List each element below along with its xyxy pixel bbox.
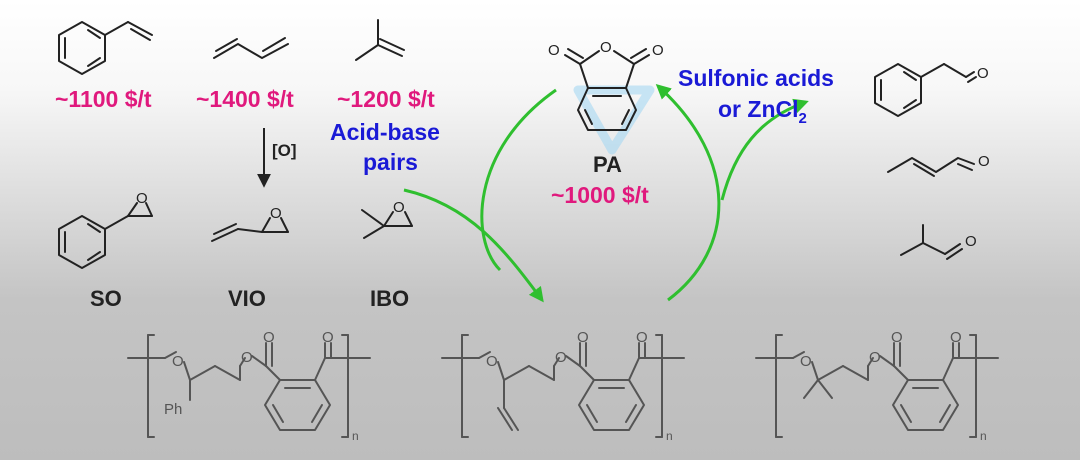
butadiene-structure xyxy=(213,37,289,59)
crotonaldehyde-structure xyxy=(887,157,975,177)
polymer-so-pa-structure xyxy=(127,334,371,438)
isobutylene-structure xyxy=(355,19,405,61)
so-label: SO xyxy=(90,286,122,311)
pa-ring-oxygen: O xyxy=(600,39,612,56)
polymer2-repeat: n xyxy=(666,429,673,443)
ibo-oxygen: O xyxy=(393,199,405,216)
polymer3-repeat: n xyxy=(980,429,987,443)
isobutylene-oxide-structure xyxy=(361,209,413,239)
catalyst-right-line1: Sulfonic acids xyxy=(678,65,834,91)
styrene-oxide-structure xyxy=(58,202,153,269)
pa-label: PA xyxy=(593,152,622,177)
depolymerization-arrow xyxy=(655,83,721,302)
polymerization-arrow xyxy=(403,188,544,303)
polymer1-carbonyl-oxygen-2: O xyxy=(322,329,334,346)
recycling-loop-icon xyxy=(573,85,655,155)
polymer1-phenyl: Ph xyxy=(164,401,182,418)
polymer3-carbonyl-oxygen-2: O xyxy=(950,329,962,346)
polymer2-carbonyl-oxygen-1: O xyxy=(577,329,589,346)
pa-carbonyl-oxygen-right: O xyxy=(652,42,664,59)
phenylacetaldehyde-oxygen: O xyxy=(977,65,989,82)
vio-oxygen: O xyxy=(270,205,282,222)
crotonaldehyde-oxygen: O xyxy=(978,153,990,170)
isobutylene-price: ~1200 $/t xyxy=(337,86,435,112)
polymer-ibo-pa-structure xyxy=(755,334,999,438)
vio-label: VIO xyxy=(228,286,266,311)
so-oxygen: O xyxy=(136,190,148,207)
styrene-structure xyxy=(58,21,153,75)
polymer2-ester-oxygen: O xyxy=(555,349,567,366)
polymer1-ester-oxygen: O xyxy=(241,349,253,366)
polymer3-ester-oxygen: O xyxy=(869,349,881,366)
polymer3-ether-oxygen: O xyxy=(800,353,812,370)
pa-carbonyl-oxygen-left: O xyxy=(548,42,560,59)
styrene-price: ~1100 $/t xyxy=(55,86,152,112)
cycle-arrow-left xyxy=(480,88,557,272)
isomerization-arrow xyxy=(720,98,809,201)
butadiene-price: ~1400 $/t xyxy=(196,86,294,112)
phenylacetaldehyde-structure xyxy=(874,63,977,117)
isobutyraldehyde-oxygen: O xyxy=(965,233,977,250)
polymer1-repeat: n xyxy=(352,429,359,443)
catalyst-left-line1: Acid-base xyxy=(330,119,440,145)
pa-price: ~1000 $/t xyxy=(551,182,649,208)
zncl-subscript: 2 xyxy=(799,110,807,127)
polymer1-carbonyl-oxygen-1: O xyxy=(263,329,275,346)
phthalic-anhydride-structure xyxy=(564,48,650,131)
vinyl-oxirane-structure xyxy=(211,217,289,242)
isobutyraldehyde-structure xyxy=(900,224,963,260)
ibo-label: IBO xyxy=(370,286,409,311)
polymer1-ether-oxygen: O xyxy=(172,353,184,370)
catalyst-right-line2: or ZnCl2 xyxy=(718,96,807,127)
polymer-vio-pa-structure xyxy=(441,334,685,438)
oxidation-label: [O] xyxy=(272,141,297,160)
polymer2-ether-oxygen: O xyxy=(486,353,498,370)
catalyst-left-line2: pairs xyxy=(363,149,418,175)
polymer2-carbonyl-oxygen-2: O xyxy=(636,329,648,346)
polymer3-carbonyl-oxygen-1: O xyxy=(891,329,903,346)
